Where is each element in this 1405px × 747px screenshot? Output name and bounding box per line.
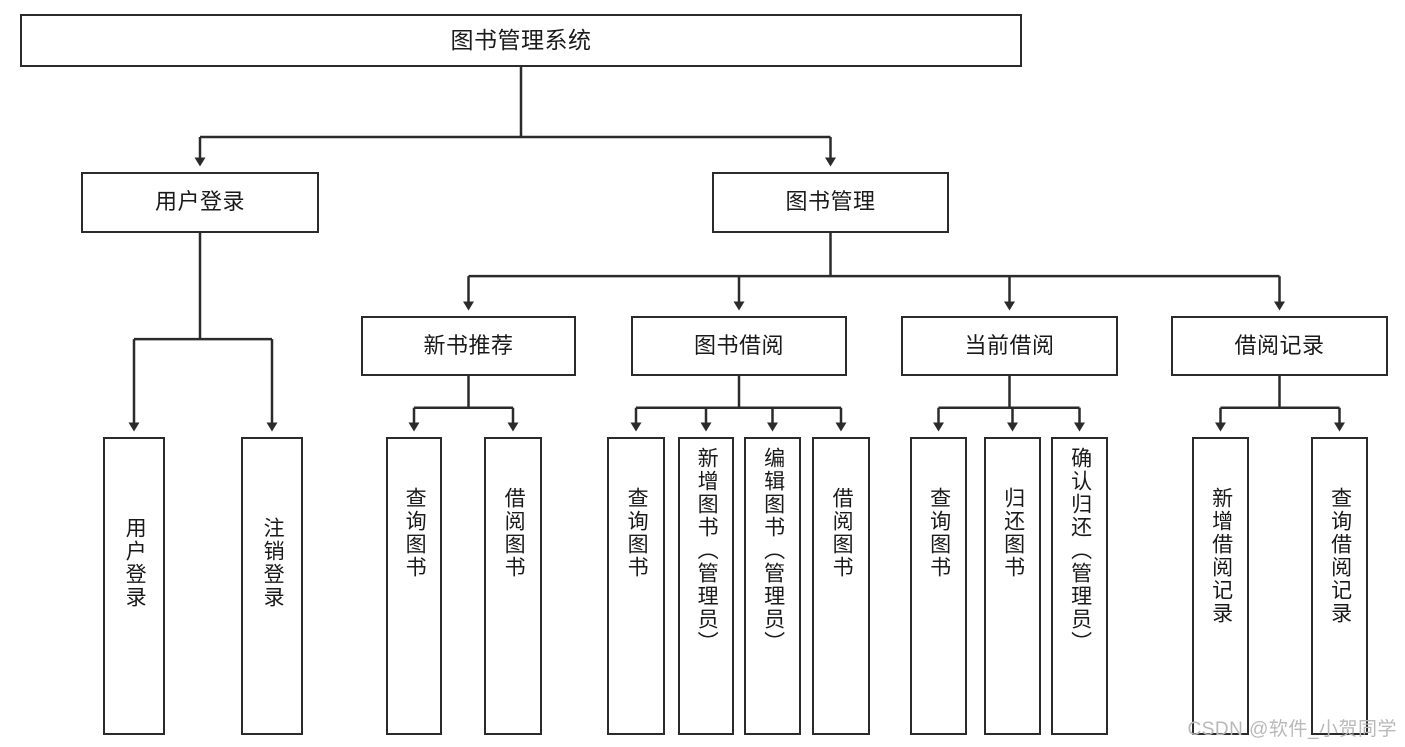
node-leaf-confirm-return-label: 确认归还（管理员）: [1068, 447, 1092, 654]
node-leaf-user-login[interactable]: 用户登录: [103, 437, 165, 735]
node-leaf-confirm-return[interactable]: 确认归还（管理员）: [1051, 437, 1108, 735]
node-leaf-query-book-3[interactable]: 查询图书: [910, 437, 967, 735]
node-new-book-rec-label: 新书推荐: [423, 332, 514, 358]
node-leaf-query-book-2[interactable]: 查询图书: [607, 437, 665, 735]
node-book-borrow-label: 图书借阅: [693, 332, 784, 358]
node-leaf-query-book-1-label: 查询图书: [403, 487, 427, 579]
node-current-borrow[interactable]: 当前借阅: [901, 316, 1118, 376]
node-leaf-add-record-label: 新增借阅记录: [1209, 487, 1233, 625]
node-leaf-logout-label: 注销登录: [261, 517, 285, 609]
watermark-text: CSDN @软件_小贺同学: [1187, 719, 1397, 740]
node-leaf-query-record[interactable]: 查询借阅记录: [1311, 437, 1368, 735]
node-user-login[interactable]: 用户登录: [81, 172, 319, 233]
node-leaf-borrow-book-2[interactable]: 借阅图书: [812, 437, 870, 735]
node-leaf-user-login-label: 用户登录: [123, 517, 147, 609]
node-leaf-query-record-label: 查询借阅记录: [1328, 487, 1352, 625]
node-new-book-rec[interactable]: 新书推荐: [361, 316, 576, 376]
node-leaf-logout[interactable]: 注销登录: [241, 437, 303, 735]
node-leaf-edit-book-label: 编辑图书（管理员）: [761, 447, 785, 654]
node-root-label: 图书管理系统: [450, 26, 592, 53]
node-book-borrow[interactable]: 图书借阅: [631, 316, 847, 376]
node-borrow-record[interactable]: 借阅记录: [1171, 316, 1388, 376]
node-leaf-borrow-book-2-label: 借阅图书: [830, 487, 854, 579]
node-leaf-return-book-label: 归还图书: [1001, 487, 1025, 579]
node-leaf-edit-book[interactable]: 编辑图书（管理员）: [744, 437, 801, 735]
node-leaf-borrow-book-1-label: 借阅图书: [502, 487, 526, 579]
node-leaf-query-book-2-label: 查询图书: [625, 487, 649, 579]
node-current-borrow-label: 当前借阅: [964, 332, 1055, 358]
node-leaf-borrow-book-1[interactable]: 借阅图书: [484, 437, 542, 735]
node-leaf-query-book-1[interactable]: 查询图书: [386, 437, 442, 735]
node-book-manage[interactable]: 图书管理: [712, 172, 949, 233]
node-leaf-add-record[interactable]: 新增借阅记录: [1192, 437, 1249, 735]
node-user-login-label: 用户登录: [154, 189, 245, 215]
node-book-manage-label: 图书管理: [785, 189, 876, 215]
node-leaf-query-book-3-label: 查询图书: [927, 487, 951, 579]
node-leaf-add-book-label: 新增图书（管理员）: [695, 447, 719, 654]
node-leaf-return-book[interactable]: 归还图书: [984, 437, 1041, 735]
node-leaf-add-book[interactable]: 新增图书（管理员）: [678, 437, 734, 735]
node-borrow-record-label: 借阅记录: [1234, 332, 1325, 358]
node-root[interactable]: 图书管理系统: [20, 14, 1022, 67]
